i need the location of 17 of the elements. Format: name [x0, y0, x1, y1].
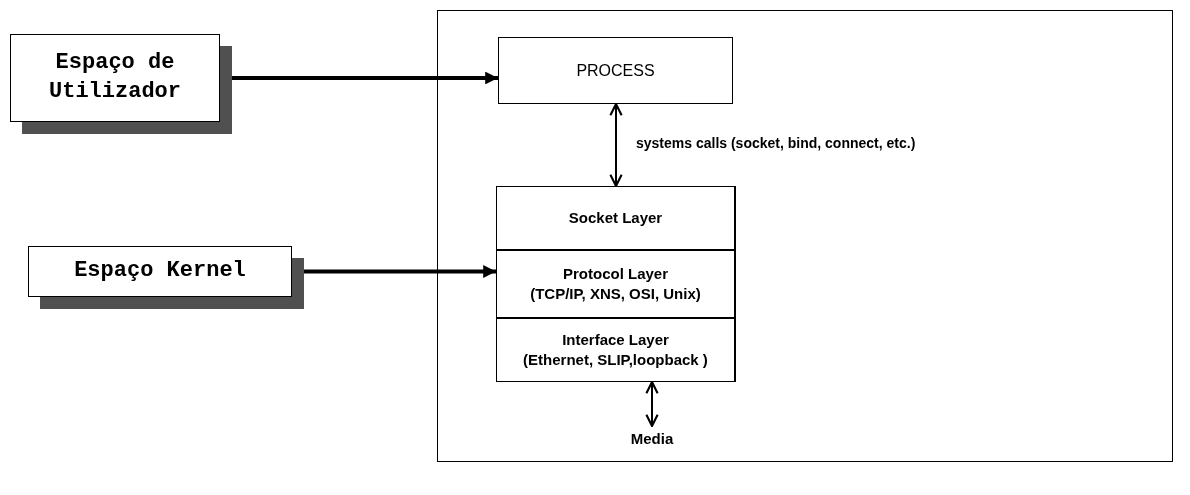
- node-title: Espaço Kernel: [74, 257, 246, 286]
- process-box: [498, 37, 733, 104]
- node-detail: (TCP/IP, XNS, OSI, Unix): [530, 284, 701, 304]
- node-title: Espaço de Utilizador: [48, 49, 182, 106]
- node-detail: (Ethernet, SLIP,loopback ): [523, 350, 708, 370]
- node-title: Interface Layer: [562, 329, 669, 350]
- edge-label: systems calls (socket, bind, connect, etc.): [634, 135, 918, 151]
- kernel-frame: [437, 10, 1173, 462]
- node-title: PROCESS: [576, 60, 655, 81]
- layer-box: [496, 250, 736, 318]
- node-title: Protocol Layer: [563, 263, 668, 284]
- arrow: [645, 380, 659, 428]
- node-title: Socket Layer: [568, 207, 663, 228]
- node-title: Media: [630, 428, 674, 449]
- layer-box: [496, 318, 736, 382]
- arrow: [609, 102, 623, 188]
- layer-box: [496, 186, 736, 250]
